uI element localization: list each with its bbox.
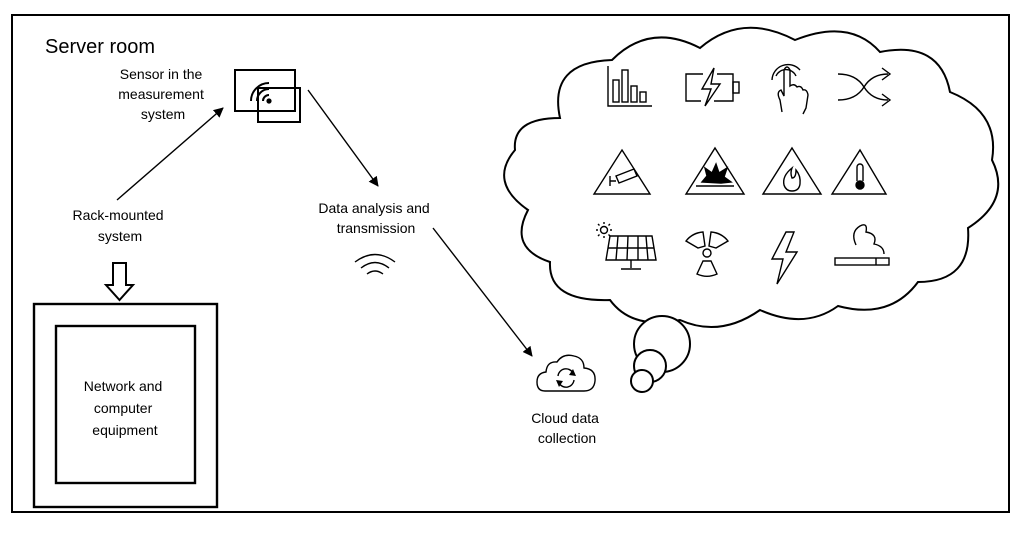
lightning-icon — [770, 231, 799, 285]
arrow-rack-to-sensor — [116, 107, 224, 201]
battery-charging-icon — [685, 67, 740, 107]
cloud-sync-icon — [536, 354, 596, 392]
shuffle-icon — [837, 67, 892, 107]
diagram-title: Server room — [45, 36, 155, 58]
bar-chart-icon — [607, 66, 652, 107]
sensor-label: Sensor in the measurement system — [118, 66, 207, 122]
fire-warning-icon — [761, 146, 823, 195]
temperature-warning-icon — [830, 148, 888, 195]
smoking-icon — [834, 224, 890, 266]
touch-hand-icon — [771, 63, 809, 115]
radiation-icon — [684, 231, 730, 277]
hollow-down-arrow-icon — [103, 262, 136, 302]
solar-panel-icon — [596, 222, 657, 270]
wireless-sensor-icon — [234, 69, 301, 123]
wifi-signal-icon — [354, 253, 396, 275]
equipment-box — [54, 324, 197, 485]
rack-label: Rack-mounted system — [73, 207, 168, 244]
arrow-sensor-to-analysis — [307, 89, 379, 187]
cloud-label: Cloud data collection — [531, 410, 603, 446]
explosion-warning-icon — [684, 146, 746, 195]
arrow-analysis-to-cloud — [432, 227, 533, 357]
analysis-label: Data analysis and transmission — [318, 200, 433, 236]
camera-warning-icon — [592, 148, 652, 195]
equipment-label: Network and computer equipment — [84, 378, 166, 438]
